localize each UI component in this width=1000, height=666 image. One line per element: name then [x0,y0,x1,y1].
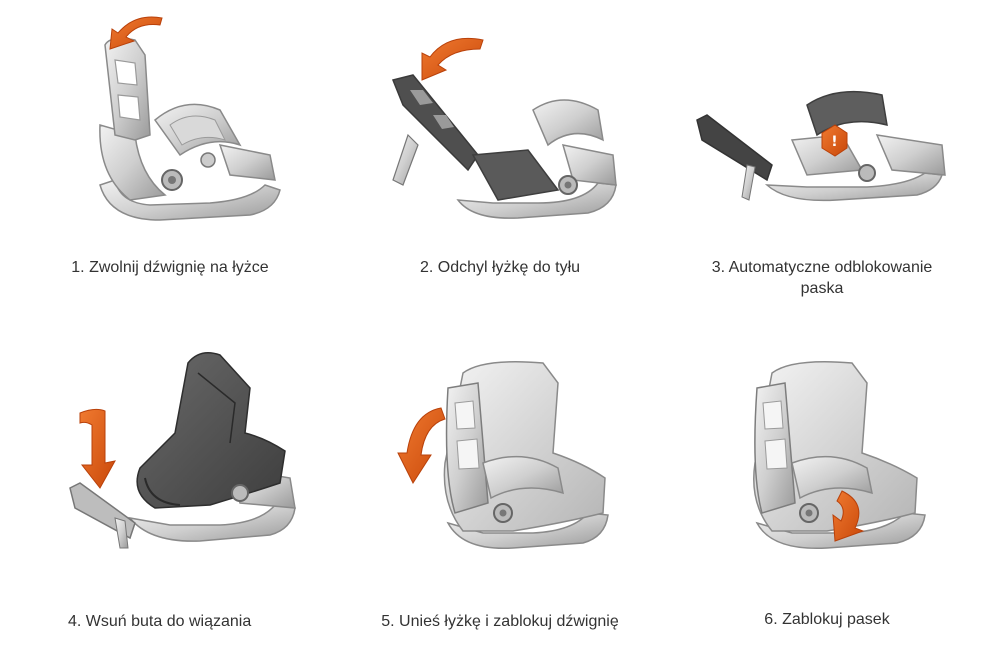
boot-slide-in-icon [69,352,296,549]
step-3-caption: 3. Automatyczne odblokowanie paska [711,259,933,297]
step-5-caption: 5. Unieś łyżkę i zablokuj dźwignię [381,613,619,630]
svg-text:!: ! [831,134,837,150]
step-5: 5. Unieś łyżkę i zablokuj dźwignię [333,333,667,666]
step-4: 4. Wsuń buta do wiązania [0,333,333,666]
boot-strap-lock-icon [753,361,926,550]
step-1-caption: 1. Zwolnij dźwignię na łyżce [71,259,269,276]
step-6-caption: 6. Zablokuj pasek [764,611,890,628]
boot-highback-lock-icon [397,361,609,550]
binding-strap-unlock-icon: ! [696,90,946,202]
step-2: 2. Odchyl łyżkę do tyłu [333,0,667,333]
step-1: 1. Zwolnij dźwignię na łyżce [0,0,333,333]
step-2-caption: 2. Odchyl łyżkę do tyłu [419,259,581,276]
step-4-caption: 4. Wsuń buta do wiązania [68,613,252,630]
step-6: 6. Zablokuj pasek [667,333,1000,666]
step-3: ! 3. Automatyczne odblokowanie paska [667,0,1000,333]
binding-highback-tilted-icon [391,37,617,219]
binding-highback-up-icon [99,16,281,221]
